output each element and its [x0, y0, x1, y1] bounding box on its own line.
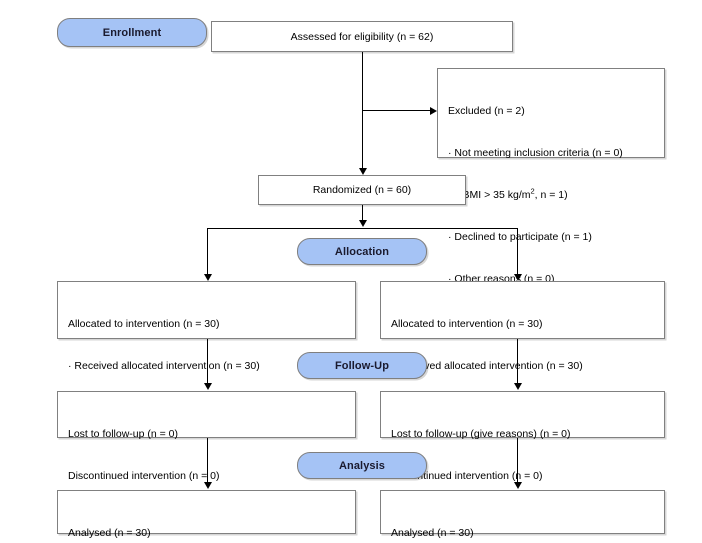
bmi-suffix: , n = 1)	[534, 189, 568, 201]
connector-allocation-to-followup-right	[517, 339, 518, 384]
followup-right-line-1: Lost to follow-up (give reasons) (n = 0)	[391, 428, 571, 440]
connector-randomized-down	[362, 205, 363, 221]
box-followup-left: Lost to follow-up (n = 0) Discontinued i…	[57, 391, 356, 482]
connector-followup-to-analysis-left	[207, 438, 208, 483]
allocation-right-item-1: · Received allocated intervention (n = 3…	[391, 360, 583, 372]
followup-left-line-2: Discontinued intervention (n = 0)	[68, 470, 220, 482]
followup-right-line-2: Discontinued intervention (n = 0)	[391, 470, 543, 482]
excluded-item-1: · Not meeting inclusion criteria (n = 0)	[448, 147, 623, 159]
assessed-text: Assessed for eligibility (n = 62)	[290, 30, 434, 43]
stage-badge-analysis: Analysis	[297, 452, 427, 479]
excluded-item-1-sub: (BMI > 35 kg/m2, n = 1)	[448, 186, 654, 202]
box-assessed-for-eligibility: Assessed for eligibility (n = 62)	[211, 21, 513, 52]
arrowhead-analysis-right	[514, 482, 522, 489]
box-allocation-right: Allocated to intervention (n = 30) · Rec…	[380, 281, 665, 414]
arrowhead-analysis-left	[204, 482, 212, 489]
stage-badge-enrollment: Enrollment	[57, 18, 207, 47]
box-randomized: Randomized (n = 60)	[258, 175, 466, 205]
arrowhead-allocation-right	[514, 274, 522, 281]
analysis-left-title: Analysed (n = 30)	[68, 527, 151, 539]
followup-left-lines: Lost to follow-up (n = 0) Discontinued i…	[58, 392, 355, 518]
stage-badge-followup: Follow-Up	[297, 352, 427, 379]
arrowhead-to-excluded	[430, 107, 437, 115]
box-analysis-left: Analysed (n = 30) · Excluded from analys…	[57, 490, 356, 539]
analysis-right-lines: Analysed (n = 30) · Excluded from analys…	[381, 491, 664, 543]
allocation-left-title: Allocated to intervention (n = 30)	[68, 318, 220, 330]
bmi-prefix: (BMI > 35 kg/m	[459, 189, 531, 201]
analysis-left-lines: Analysed (n = 30) · Excluded from analys…	[58, 491, 355, 543]
analysis-right-title: Analysed (n = 30)	[391, 527, 474, 539]
box-allocation-left: Allocated to intervention (n = 30) · Rec…	[57, 281, 356, 414]
excluded-title: Excluded (n = 2)	[448, 105, 525, 117]
arrowhead-allocation-left	[204, 274, 212, 281]
box-analysis-right: Analysed (n = 30) · Excluded from analys…	[380, 490, 665, 539]
connector-allocation-right-drop	[517, 228, 518, 276]
connector-allocation-left-drop	[207, 228, 208, 276]
connector-allocation-split-bar	[207, 228, 517, 229]
arrowhead-to-randomized	[359, 168, 367, 175]
arrowhead-followup-right	[514, 383, 522, 390]
box-excluded: Excluded (n = 2) · Not meeting inclusion…	[437, 68, 665, 285]
arrowhead-randomized-split	[359, 220, 367, 227]
excluded-item-2: · Declined to participate (n = 1)	[448, 231, 592, 243]
excluded-lines: Excluded (n = 2) · Not meeting inclusion…	[438, 69, 664, 321]
stage-badge-allocation: Allocation	[297, 238, 427, 265]
connector-followup-to-analysis-right	[517, 438, 518, 483]
arrowhead-followup-left	[204, 383, 212, 390]
randomized-text: Randomized (n = 60)	[312, 184, 412, 196]
followup-left-line-1: Lost to follow-up (n = 0)	[68, 428, 179, 440]
box-followup-right: Lost to follow-up (give reasons) (n = 0)…	[380, 391, 665, 482]
allocation-right-title: Allocated to intervention (n = 30)	[391, 318, 543, 330]
connector-branch-to-excluded	[362, 110, 430, 111]
connector-allocation-to-followup-left	[207, 339, 208, 384]
allocation-left-item-1: · Received allocated intervention (n = 3…	[68, 360, 260, 372]
bmi-superscript: 2	[530, 186, 535, 196]
